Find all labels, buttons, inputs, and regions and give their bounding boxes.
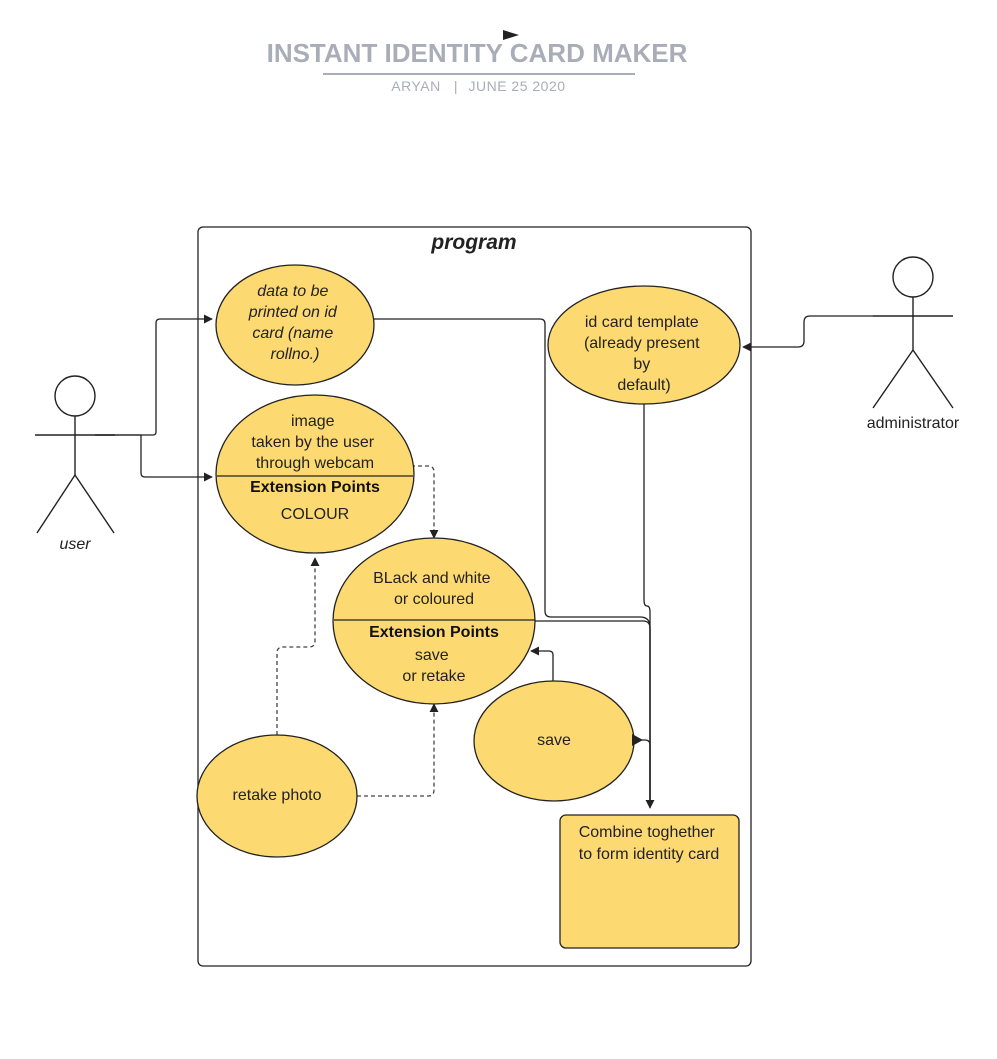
use-case-data-to-print-label: data to be printed on id card (name roll…	[248, 283, 342, 363]
use-case-retake-label: retake photo	[233, 787, 322, 804]
flow-bw-combine	[533, 620, 651, 805]
use-case-id-template-label: id card template (already present by def…	[584, 314, 704, 394]
system-boundary	[197, 226, 752, 967]
extend-image-bw	[411, 465, 439, 539]
use-case-bw-or-colour[interactable]	[332, 537, 536, 705]
use-case-data-to-print[interactable]	[215, 264, 375, 386]
actor-administrator-label: administrator	[867, 415, 960, 432]
extend-retake-image	[276, 557, 320, 735]
system-label: program	[430, 231, 516, 254]
diagram-title: INSTANT IDENTITY CARD MAKER	[267, 38, 688, 68]
use-case-bw-ext-points: save or retake	[402, 647, 465, 685]
use-case-retake-photo[interactable]	[196, 734, 358, 858]
save-arrowhead	[632, 734, 643, 746]
flow-save-combine	[633, 739, 651, 805]
flag-icon	[503, 30, 519, 40]
flow-save-bw	[530, 646, 554, 682]
date-label: JUNE 25 2020	[468, 78, 565, 94]
use-case-id-template[interactable]	[547, 285, 741, 405]
flow-data-combine	[374, 318, 655, 809]
assoc-user-data	[95, 314, 213, 436]
use-case-bw-label: BLack and white or coloured	[373, 570, 495, 608]
use-case-save-label: save	[537, 732, 571, 749]
assoc-user-image	[95, 434, 213, 482]
combine-identity-card-label: Combine toghether to form identity card	[579, 824, 720, 863]
use-case-image-capture[interactable]	[215, 394, 415, 554]
actor-user	[35, 375, 115, 534]
assoc-admin-template	[742, 315, 873, 352]
flow-template-combine	[643, 404, 651, 805]
use-case-image-ext-heading: Extension Points	[250, 479, 380, 496]
author-label: ARYAN	[391, 78, 440, 94]
extend-retake-bw	[357, 703, 439, 797]
use-case-image-ext-point: COLOUR	[281, 506, 349, 523]
combine-identity-card-box[interactable]	[559, 814, 740, 949]
actor-user-label: user	[59, 536, 91, 553]
use-case-image-label: image taken by the user through webcam	[251, 413, 378, 472]
actor-administrator	[872, 256, 954, 409]
subtitle-separator: |	[454, 78, 458, 94]
use-case-bw-ext-heading: Extension Points	[369, 624, 499, 641]
